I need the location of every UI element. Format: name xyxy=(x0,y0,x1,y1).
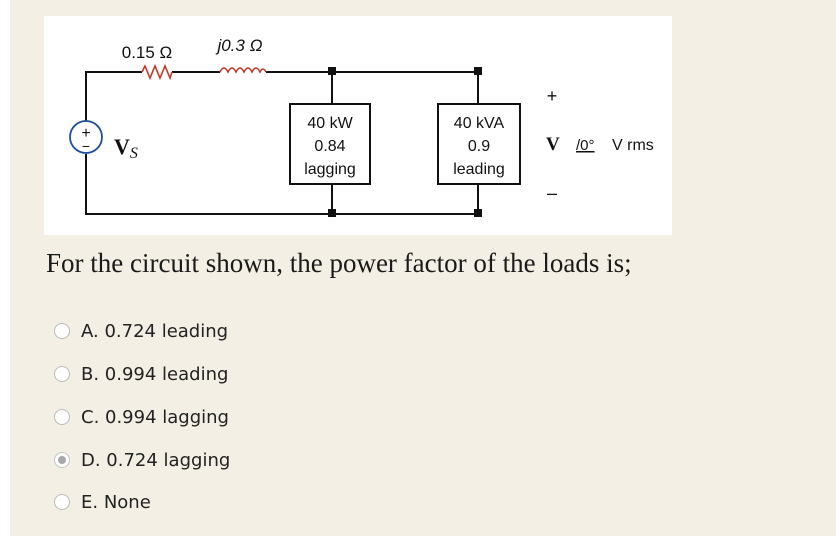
radio-button[interactable] xyxy=(54,494,70,510)
voltage-unit: V rms xyxy=(612,137,654,154)
option-label: B. 0.994 leading xyxy=(81,363,229,385)
radio-button-selected[interactable] xyxy=(54,452,70,468)
node-dot xyxy=(328,209,336,217)
node-dot xyxy=(328,67,336,75)
circuit-svg: 0.15 Ω j0.3 Ω + − VS 40 kW 0.84 lagging … xyxy=(69,36,654,217)
load1-pf: 0.84 xyxy=(314,138,345,155)
radio-button[interactable] xyxy=(54,323,70,339)
question-card: 0.15 Ω j0.3 Ω + − VS 40 kW 0.84 lagging … xyxy=(10,0,836,536)
load1-type: lagging xyxy=(304,161,356,178)
voltage-angle: /0° xyxy=(576,137,595,154)
source-plus: + xyxy=(81,125,90,142)
option-label: D. 0.724 lagging xyxy=(81,449,231,471)
option-label: A. 0.724 leading xyxy=(81,320,229,342)
resistance-label: 0.15 Ω xyxy=(122,43,173,62)
source-label: VS xyxy=(114,134,138,162)
option-e[interactable]: E. None xyxy=(54,489,294,515)
load1-power: 40 kW xyxy=(307,115,353,132)
option-d[interactable]: D. 0.724 lagging xyxy=(54,447,294,473)
node-dot xyxy=(474,209,482,217)
radio-button[interactable] xyxy=(54,409,70,425)
top-wire-left xyxy=(85,71,142,121)
resistor-symbol xyxy=(141,63,173,81)
terminal-minus: – xyxy=(547,183,557,203)
load-box-2 xyxy=(437,103,521,185)
load2-pf: 0.9 xyxy=(468,138,490,155)
node-dot xyxy=(474,67,482,75)
reactance-label: j0.3 Ω xyxy=(215,36,262,55)
inductor-symbol xyxy=(219,67,267,74)
option-label: E. None xyxy=(81,491,151,513)
voltage-symbol: V xyxy=(546,134,560,155)
circuit-wires xyxy=(85,71,479,215)
source-subscript: S xyxy=(130,145,138,162)
option-b[interactable]: B. 0.994 leading xyxy=(54,361,294,387)
load2-power: 40 kVA xyxy=(454,115,505,132)
option-label: C. 0.994 lagging xyxy=(81,406,229,428)
source-minus: − xyxy=(82,138,90,154)
load2-type: leading xyxy=(453,161,505,178)
voltage-source-icon xyxy=(69,120,103,154)
radio-button[interactable] xyxy=(54,366,70,382)
option-c[interactable]: C. 0.994 lagging xyxy=(54,404,294,430)
circuit-diagram: 0.15 Ω j0.3 Ω + − VS 40 kW 0.84 lagging … xyxy=(44,16,672,235)
load-box-1 xyxy=(289,103,371,185)
bottom-wire xyxy=(85,154,478,215)
terminal-plus: + xyxy=(547,86,558,106)
source-letter: V xyxy=(114,134,130,159)
question-text: For the circuit shown, the power factor … xyxy=(46,248,632,278)
option-a[interactable]: A. 0.724 leading xyxy=(54,318,294,344)
